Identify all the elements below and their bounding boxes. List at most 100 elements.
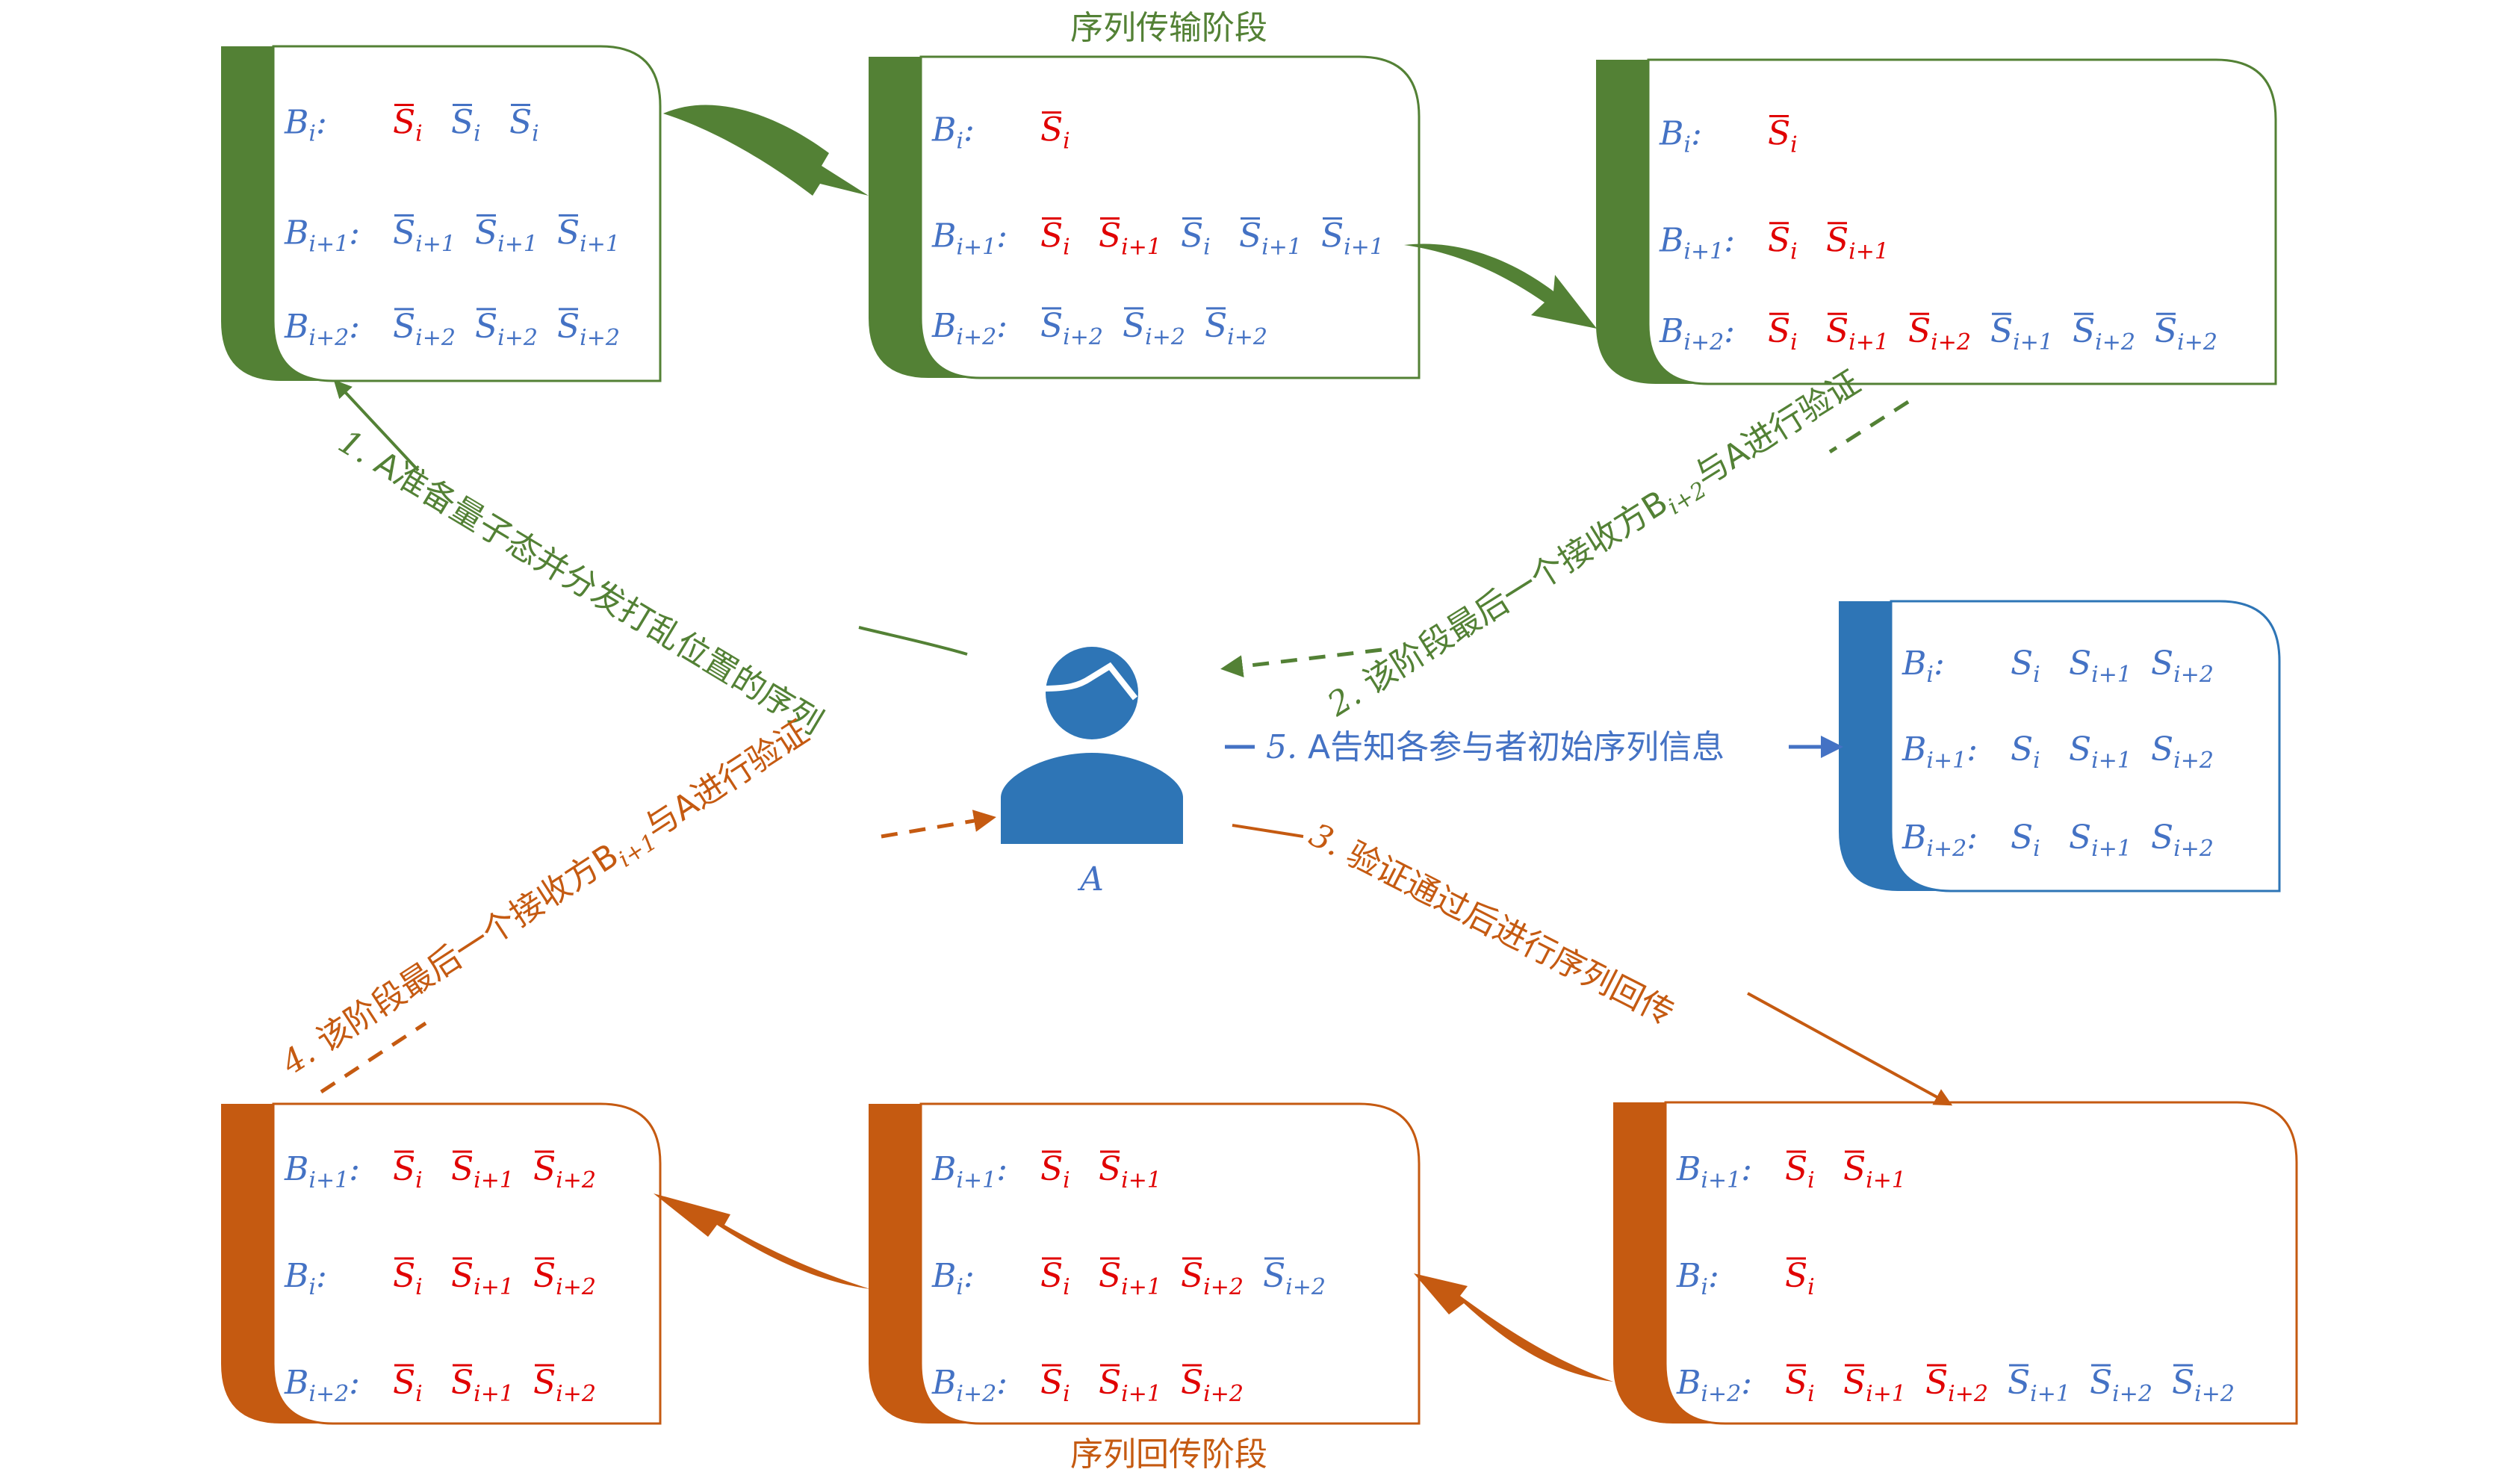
- party-label: B: [284, 1257, 308, 1295]
- party-label: B: [931, 1364, 956, 1402]
- sequence-item: Si+2: [2172, 1364, 2235, 1407]
- box-accent-band: [1613, 1102, 1725, 1424]
- party-row: Bi:: [1659, 114, 1702, 158]
- party-colon: :: [963, 111, 975, 149]
- party-row: Bi+1:: [1676, 1150, 1752, 1193]
- sequence-item: Si+1: [2008, 1364, 2070, 1407]
- party-colon: :: [349, 214, 360, 252]
- party-colon: :: [963, 1257, 975, 1295]
- party-colon: :: [1724, 222, 1735, 260]
- party-row: Bi+2:: [1659, 312, 1735, 356]
- sequence-item: Si+1: [451, 1257, 514, 1300]
- sequence-item: Si: [1768, 222, 1798, 265]
- step-3-text: 验证通过后进行序列回传: [1341, 835, 1680, 1033]
- party-colon: :: [1934, 645, 1945, 683]
- party-colon: :: [316, 104, 327, 142]
- party-label: B: [1659, 114, 1683, 152]
- sequence-item: Si+1: [451, 1364, 514, 1407]
- party-label: B: [1659, 222, 1683, 260]
- party-subscript: i+1: [308, 231, 349, 257]
- sequence-item: Si+1: [1843, 1150, 1906, 1193]
- party-subscript: i+2: [1683, 329, 1724, 356]
- party-row: Bi+1:: [1902, 730, 1978, 774]
- party-subscript: i+2: [308, 1381, 349, 1407]
- sequence-item: Si+2: [1263, 1257, 1326, 1300]
- party-label: B: [931, 217, 956, 255]
- transfer-arrow-2-to-3: [1404, 243, 1597, 329]
- sequence-item: Si: [1040, 1257, 1070, 1300]
- party-label: B: [1902, 645, 1926, 683]
- party-subscript: i+1: [308, 1167, 349, 1193]
- sequence-item: Si+2: [533, 1364, 596, 1407]
- box-accent-band: [1596, 60, 1708, 384]
- party-row: Bi:: [1676, 1257, 1719, 1300]
- party-row: Bi+2:: [931, 307, 1008, 350]
- party-subscript: i+1: [1701, 1167, 1741, 1193]
- sequence-item: Si+1: [1321, 217, 1384, 261]
- party-subscript: i: [956, 128, 963, 155]
- box-frame: [1664, 1101, 2298, 1425]
- party-colon: :: [349, 1150, 360, 1188]
- step-2-label: 2.该阶段最后一个接收方Bi+2与A进行验证: [1320, 363, 1867, 724]
- party-colon: :: [996, 1364, 1008, 1402]
- party-colon: :: [996, 307, 1008, 345]
- party-row: Bi:: [284, 104, 327, 147]
- svg-text:5.A告知各参与者初始序列信息: 5.A告知各参与者初始序列信息: [1266, 728, 1725, 766]
- party-colon: :: [996, 217, 1008, 255]
- party-row: Bi+1:: [284, 1150, 360, 1193]
- party-label: B: [284, 1150, 308, 1188]
- party-subscript: i+1: [956, 235, 996, 261]
- sequence-item: Si: [393, 1364, 423, 1407]
- party-colon: :: [1708, 1257, 1719, 1295]
- sequence-item: Si+1: [451, 1150, 514, 1193]
- party-row: Bi+2:: [931, 1364, 1008, 1407]
- box-frame: [1647, 58, 2277, 385]
- party-colon: :: [1724, 312, 1735, 350]
- sequence-item: Si+2: [2073, 312, 2135, 356]
- party-colon: :: [1741, 1150, 1752, 1188]
- step-4-number: 4.: [274, 1034, 322, 1083]
- step-3-number: 3.: [1303, 816, 1349, 864]
- sequence-item: Si: [2011, 819, 2040, 862]
- sequence-item: Si: [1040, 1150, 1070, 1193]
- transfer-arrow-r3-to-r2: [1414, 1273, 1613, 1382]
- box-accent-band: [221, 46, 333, 381]
- sequence-item: Si+2: [1205, 307, 1267, 350]
- sequence-item: Si+2: [393, 308, 456, 351]
- box-accent-band: [1839, 601, 1951, 891]
- party-row: Bi+1:: [931, 1150, 1008, 1193]
- sequence-item: Si: [393, 104, 423, 147]
- sequence-item: Si+2: [2090, 1364, 2152, 1407]
- step-3-arrow: [1232, 824, 1304, 838]
- svg-text:1.A准备量子态并分发打乱位置的序列: 1.A准备量子态并分发打乱位置的序列: [332, 423, 829, 742]
- party-label: B: [284, 1364, 308, 1402]
- party-label: B: [284, 214, 308, 252]
- party-label: B: [284, 104, 308, 142]
- sequence-item: Si+1: [557, 214, 620, 257]
- sequence-item: Si: [1181, 217, 1211, 261]
- party-colon: :: [349, 308, 360, 346]
- party-row: Bi+1:: [284, 214, 360, 257]
- party-row: Bi:: [931, 1257, 975, 1300]
- party-subscript: i: [1683, 131, 1691, 158]
- transfer-arrow-r2-to-r1: [654, 1193, 870, 1289]
- step-1-label: 1.A准备量子态并分发打乱位置的序列: [332, 423, 829, 742]
- step-4-label: 4.该阶段最后一个接收方Bi+1与A进行验证: [274, 712, 816, 1083]
- sequence-item: Si+2: [1040, 307, 1103, 350]
- sequence-item: Si+1: [1990, 312, 2053, 356]
- party-subscript: i: [956, 1274, 963, 1300]
- step-2-number: 2.: [1320, 675, 1368, 724]
- sequence-item: Si+1: [2069, 819, 2132, 862]
- sequence-item: Si+1: [1826, 222, 1889, 265]
- sequence-item: Si: [1040, 1364, 1070, 1407]
- sequence-item: Si+2: [1181, 1257, 1244, 1300]
- party-row: Bi:: [284, 1257, 327, 1300]
- sequence-item: Si+2: [1181, 1364, 1244, 1407]
- sequence-item: Si+2: [1908, 312, 1971, 356]
- party-label: B: [931, 1257, 956, 1295]
